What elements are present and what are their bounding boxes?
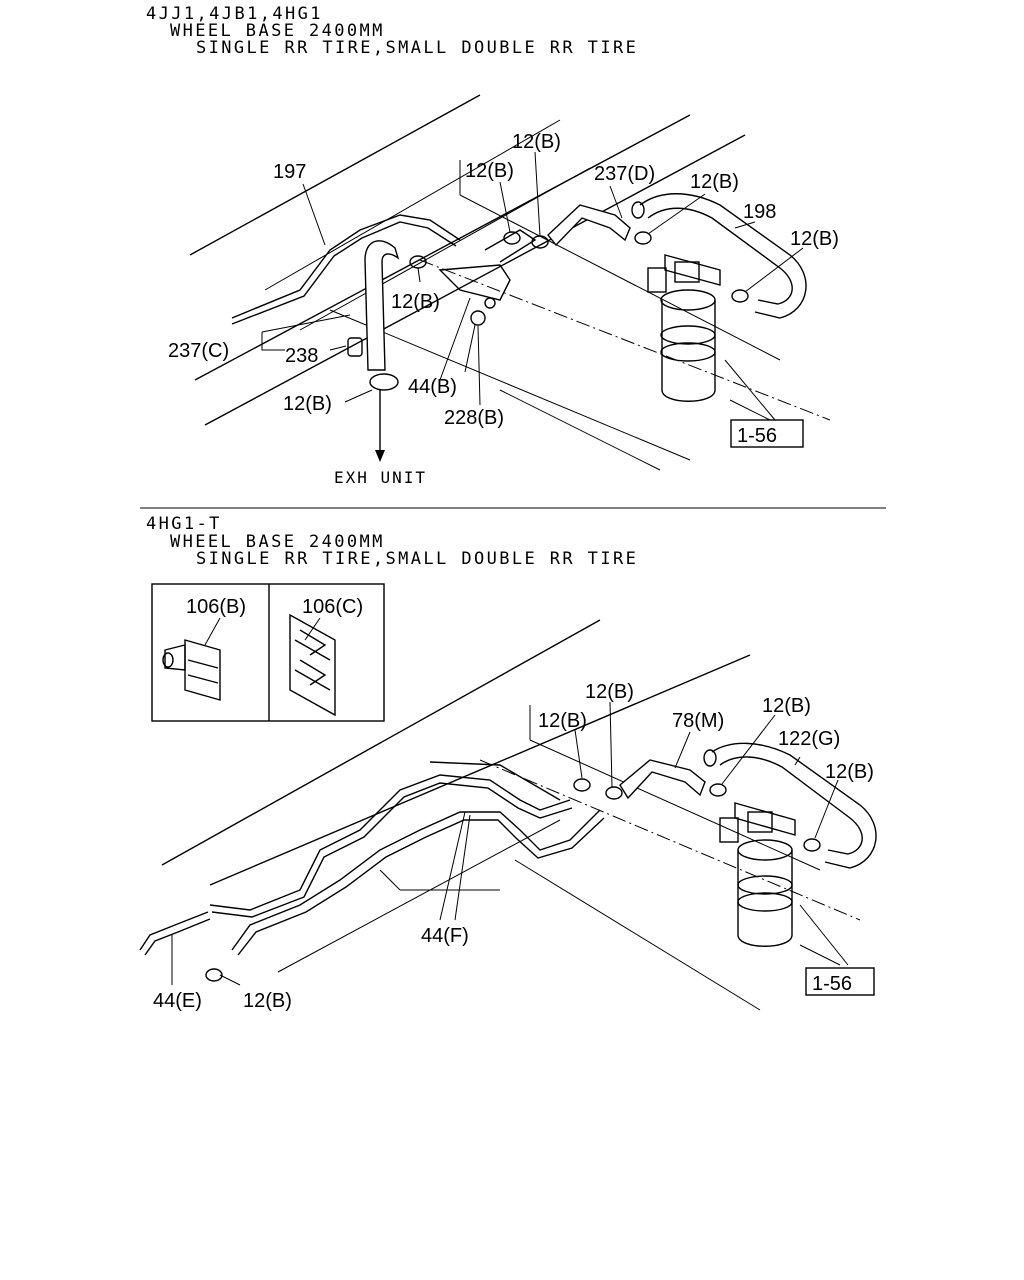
callout-12b-a: 12(B) [465,160,514,182]
ref-label-1-56: 1-56 [737,425,777,447]
callout-12b-a-s2: 12(B) [538,710,587,732]
ref-box-1-56 [730,419,804,448]
callout-237d: 237(D) [594,163,655,185]
clip-detail-box [151,583,385,722]
callout-12b-e: 12(B) [391,291,440,313]
callout-197: 197 [273,161,306,183]
section2-engine-models: 4HG1-T [146,514,222,534]
ref-label-1-56-s2: 1-56 [812,973,852,995]
callout-12b-b: 12(B) [512,131,561,153]
clip-106b-illustration [162,639,221,701]
section1-engine-models: 4JJ1,4JB1,4HG1 [146,4,323,24]
section1-wheelbase: WHEEL BASE 2400MM [170,21,385,41]
section2-tire-config: SINGLE RR TIRE,SMALL DOUBLE RR TIRE [196,549,639,569]
section2-drawing: 106(B) 106(C) [139,583,877,1012]
callout-12b-e-s2: 12(B) [243,990,292,1012]
exh-unit-label: EXH UNIT [334,468,427,487]
clip-106c-illustration [289,613,336,717]
callout-12b-f: 12(B) [283,393,332,415]
callout-106b: 106(B) [186,596,246,618]
callout-44f: 44(F) [421,925,469,947]
callout-237c: 237(C) [168,340,229,362]
callout-228b: 228(B) [444,407,504,429]
callout-12b-c-s2: 12(B) [762,695,811,717]
callout-12b-b-s2: 12(B) [585,681,634,703]
callout-12b-c: 12(B) [690,171,739,193]
section1-drawing: 197 12(B) 12(B) 237(D) 12(B) 198 12(B) 1… [168,94,839,487]
section2-wheelbase: WHEEL BASE 2400MM [170,532,385,552]
callout-198: 198 [743,201,776,223]
callout-44b: 44(B) [408,376,457,398]
callout-238: 238 [285,345,318,367]
callout-12b-d: 12(B) [790,228,839,250]
callout-106c: 106(C) [302,596,363,618]
section1-tire-config: SINGLE RR TIRE,SMALL DOUBLE RR TIRE [196,38,639,58]
callout-44e: 44(E) [153,990,202,1012]
ref-box-1-56-s2 [805,967,875,996]
callout-78m: 78(M) [672,710,724,732]
callout-122g: 122(G) [778,728,840,750]
callout-12b-d-s2: 12(B) [825,761,874,783]
